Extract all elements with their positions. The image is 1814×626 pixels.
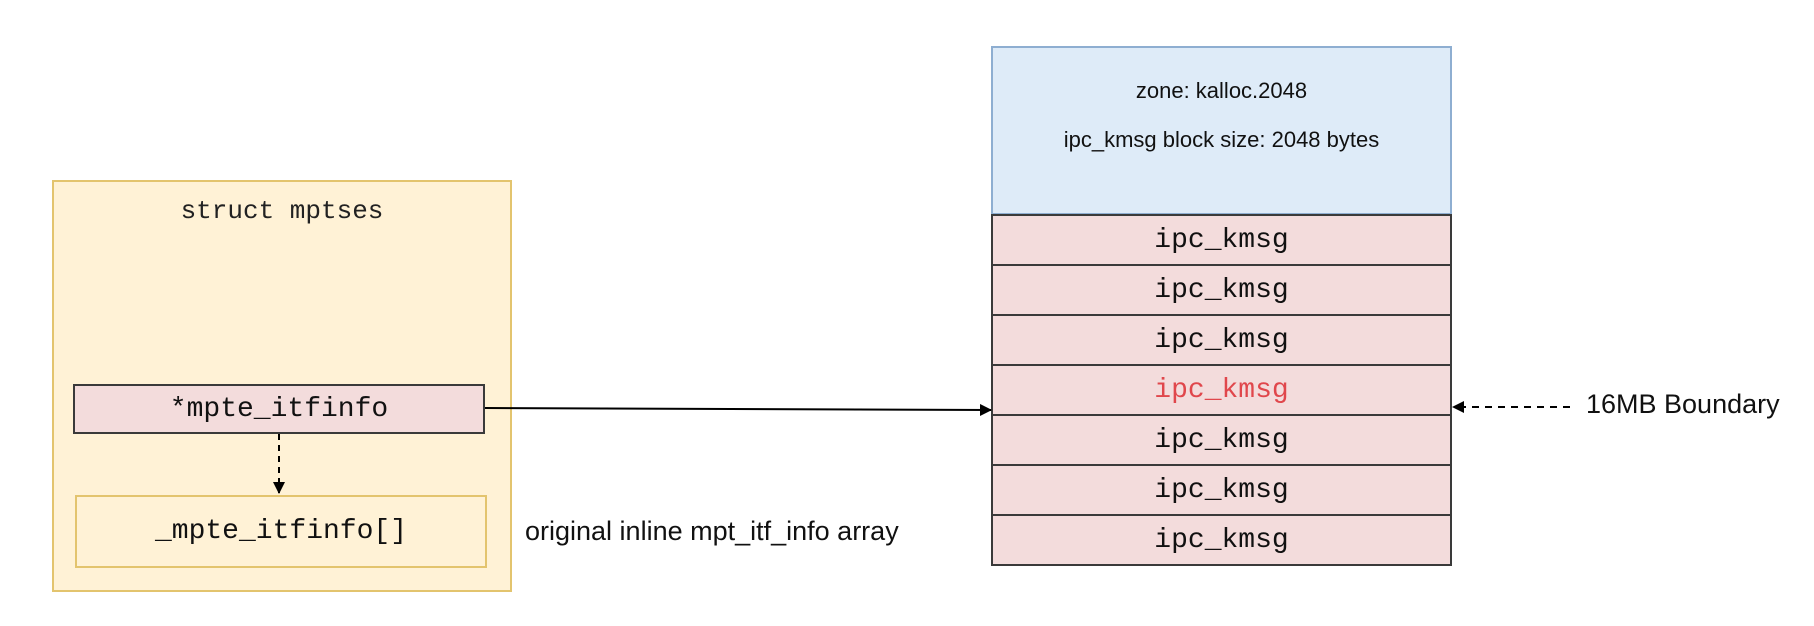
ipc-kmsg-block: ipc_kmsg bbox=[991, 314, 1452, 366]
pointer-arrow bbox=[484, 403, 992, 416]
ipc-kmsg-block: ipc_kmsg bbox=[991, 464, 1452, 516]
inline-itfinfo-array-field: _mpte_itfinfo[] bbox=[75, 495, 487, 568]
inline-array-caption: original inline mpt_itf_info array bbox=[525, 516, 899, 546]
zone-block-size-label: ipc_kmsg block size: 2048 bytes bbox=[1063, 127, 1380, 152]
boundary-label: 16MB Boundary bbox=[1586, 389, 1780, 419]
ipc-kmsg-block: ipc_kmsg bbox=[991, 214, 1452, 266]
ipc-kmsg-block: ipc_kmsg bbox=[991, 264, 1452, 316]
ipc-kmsg-block: ipc_kmsg bbox=[991, 514, 1452, 566]
struct-title: struct mptses bbox=[180, 196, 384, 226]
kalloc-zone-header bbox=[991, 46, 1452, 215]
ipc-kmsg-block: ipc_kmsg bbox=[991, 414, 1452, 466]
zone-name-label: zone: kalloc.2048 bbox=[1135, 78, 1308, 103]
ipc-kmsg-block-boundary: ipc_kmsg bbox=[991, 364, 1452, 416]
mpte-itfinfo-pointer-field: *mpte_itfinfo bbox=[73, 384, 485, 434]
